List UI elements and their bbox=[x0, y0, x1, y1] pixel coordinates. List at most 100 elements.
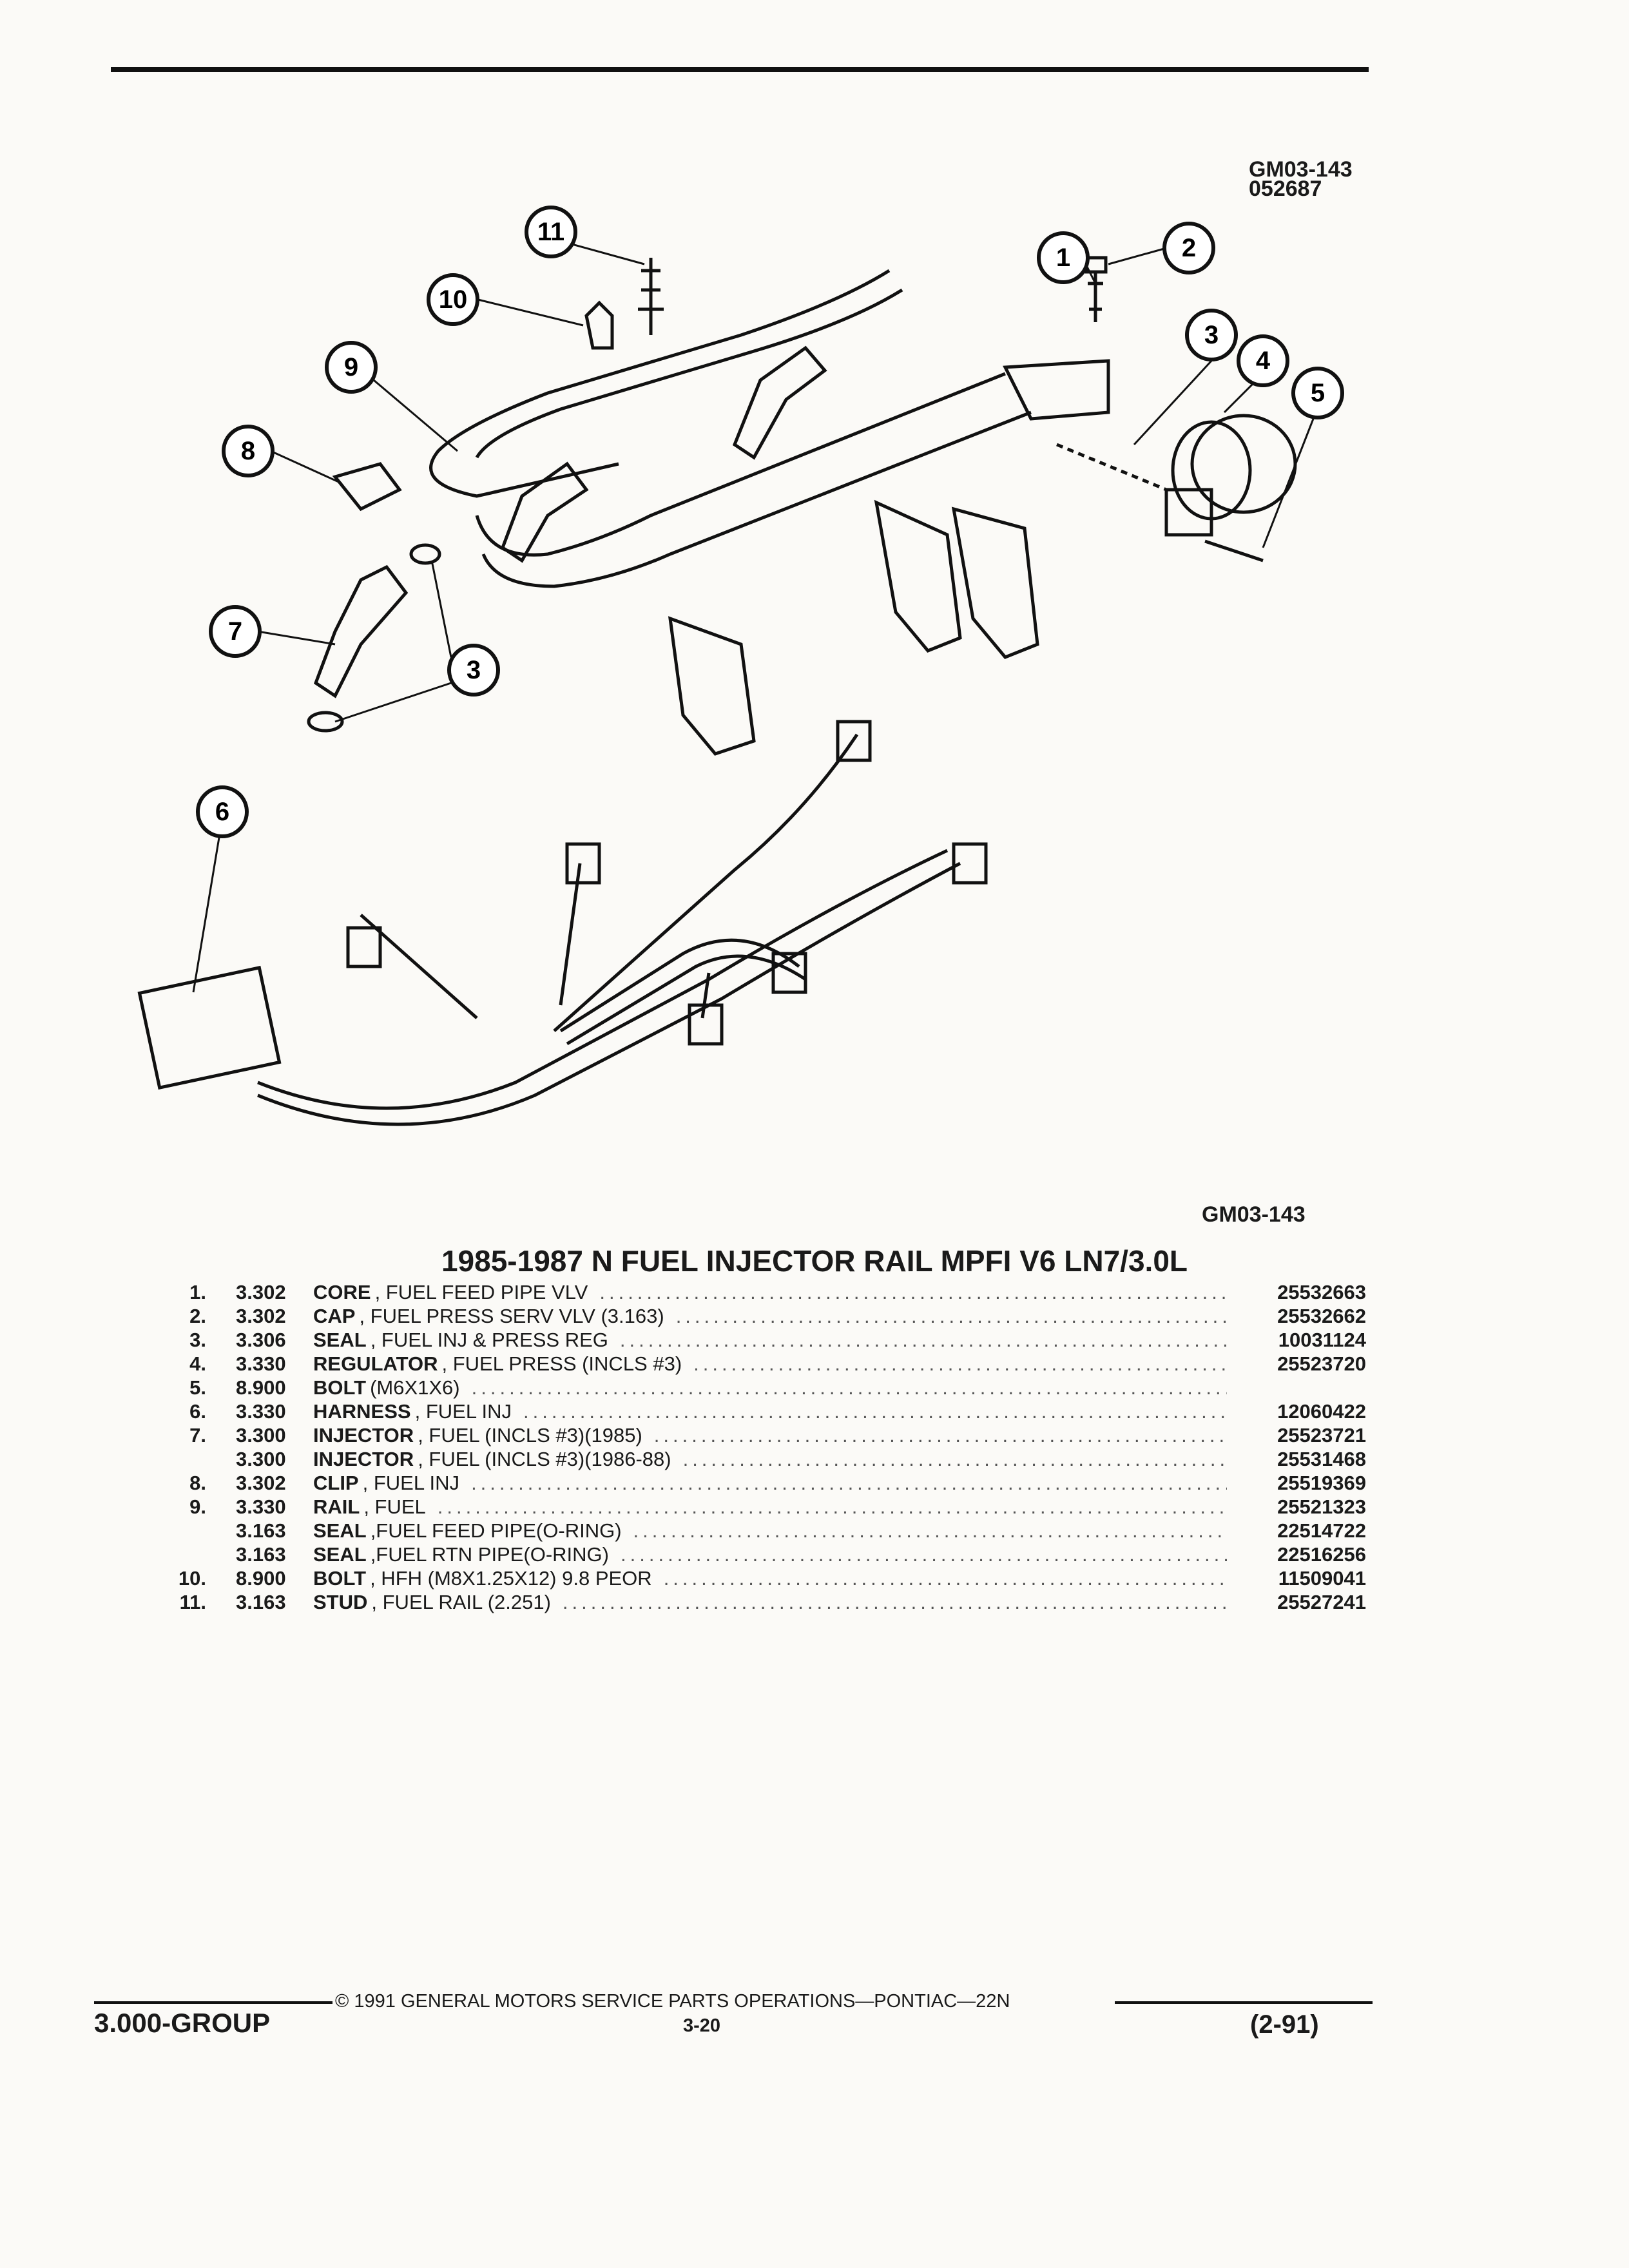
part-name: CAP bbox=[313, 1305, 356, 1327]
item-number: 10. bbox=[178, 1567, 206, 1590]
callout-4: 4 bbox=[1237, 334, 1289, 387]
item-number: 6. bbox=[189, 1400, 206, 1423]
group-number: 3.302 bbox=[236, 1305, 286, 1327]
item-number: 9. bbox=[189, 1495, 206, 1518]
part-name: CLIP bbox=[313, 1472, 359, 1494]
part-detail: , FUEL (INCLS #3)(1985) bbox=[418, 1424, 642, 1446]
footer-rule-left bbox=[94, 2001, 333, 2004]
part-name: STUD bbox=[313, 1591, 368, 1613]
part-description: CORE, FUEL FEED PIPE VLV bbox=[313, 1281, 1244, 1304]
part-number: 25532662 bbox=[1277, 1305, 1366, 1327]
item-number: 5. bbox=[189, 1376, 206, 1399]
svg-text:8: 8 bbox=[241, 437, 255, 465]
part-description: RAIL, FUEL bbox=[313, 1495, 1244, 1519]
part-description: SEAL, FUEL INJ & PRESS REG bbox=[313, 1329, 1244, 1352]
group-number: 8.900 bbox=[236, 1376, 286, 1399]
part-number: 25527241 bbox=[1277, 1591, 1366, 1613]
part-name: SEAL bbox=[313, 1519, 367, 1542]
top-rule bbox=[111, 67, 1369, 72]
leader-dots bbox=[472, 1376, 1227, 1399]
part-detail: , FUEL PRESS SERV VLV (3.163) bbox=[359, 1305, 664, 1327]
callout-2: 2 bbox=[1162, 222, 1215, 274]
fuel-rail-end bbox=[1003, 359, 1110, 421]
group-number: 3.330 bbox=[236, 1400, 286, 1423]
parts-row: 5. 8.900 BOLT(M6X1X6) bbox=[129, 1376, 1366, 1400]
diagram-ref-code-bottom: GM03-143 bbox=[1202, 1202, 1306, 1227]
harness-drawing bbox=[137, 720, 988, 1126]
leader-dots bbox=[599, 1281, 1227, 1304]
part-detail: (M6X1X6) bbox=[370, 1376, 460, 1399]
footer-date: (2-91) bbox=[1250, 2010, 1319, 2039]
leader-dots bbox=[620, 1329, 1227, 1352]
part-number: 10031124 bbox=[1278, 1329, 1366, 1351]
diagram-ref-code: GM03-143 bbox=[1249, 157, 1353, 182]
callout-8: 8 bbox=[222, 425, 275, 477]
leader-dots bbox=[621, 1543, 1227, 1566]
part-description: STUD, FUEL RAIL (2.251) bbox=[313, 1591, 1244, 1614]
part-detail: , FUEL bbox=[363, 1495, 426, 1518]
group-number: 3.306 bbox=[236, 1329, 286, 1351]
part-number: 25519369 bbox=[1277, 1472, 1366, 1494]
item-number: 2. bbox=[189, 1305, 206, 1327]
part-name: SEAL bbox=[313, 1329, 367, 1351]
part-number: 25531468 bbox=[1277, 1448, 1366, 1470]
part-number: 25532663 bbox=[1277, 1281, 1366, 1303]
leader-dots bbox=[664, 1567, 1227, 1590]
part-name: BOLT bbox=[313, 1376, 367, 1399]
fuel-rail-main-2 bbox=[481, 410, 1032, 588]
part-name: INJECTOR bbox=[313, 1424, 414, 1446]
part-description: INJECTOR, FUEL (INCLS #3)(1986-88) bbox=[313, 1448, 1244, 1471]
diagram-ref-date: 052687 bbox=[1249, 177, 1322, 201]
parts-row: 3. 3.306 SEAL, FUEL INJ & PRESS REG 1003112… bbox=[129, 1329, 1366, 1352]
group-number: 3.163 bbox=[236, 1543, 286, 1566]
part-name: CORE bbox=[313, 1281, 371, 1303]
footer-group: 3.000-GROUP bbox=[94, 2008, 271, 2038]
group-number: 3.163 bbox=[236, 1591, 286, 1613]
callout-3-lower: 3 bbox=[447, 644, 500, 697]
injector-drawings bbox=[307, 345, 1039, 756]
regulator-drawing bbox=[1056, 414, 1297, 537]
leader-dots bbox=[676, 1305, 1227, 1328]
callout-1: 1 bbox=[1037, 231, 1090, 284]
callout-7: 7 bbox=[209, 605, 262, 658]
valve-core-drawing bbox=[1088, 271, 1103, 322]
part-description: BOLT(M6X1X6) bbox=[313, 1376, 1244, 1399]
svg-text:3: 3 bbox=[467, 656, 481, 684]
group-number: 3.163 bbox=[236, 1519, 286, 1542]
part-number: 22516256 bbox=[1277, 1543, 1366, 1566]
svg-text:4: 4 bbox=[1256, 347, 1271, 375]
page-title: 1985-1987 N FUEL INJECTOR RAIL MPFI V6 L… bbox=[441, 1244, 1188, 1278]
footer-rule-right bbox=[1115, 2001, 1373, 2004]
part-detail: , FUEL PRESS (INCLS #3) bbox=[441, 1352, 682, 1375]
svg-text:3: 3 bbox=[1204, 321, 1219, 349]
svg-text:9: 9 bbox=[344, 353, 358, 381]
part-name: REGULATOR bbox=[313, 1352, 438, 1375]
item-number: 1. bbox=[189, 1281, 206, 1303]
item-number: 3. bbox=[189, 1329, 206, 1351]
group-number: 8.900 bbox=[236, 1567, 286, 1590]
svg-text:7: 7 bbox=[228, 617, 242, 646]
part-description: REGULATOR, FUEL PRESS (INCLS #3) bbox=[313, 1352, 1244, 1376]
part-number: 25523721 bbox=[1277, 1424, 1366, 1446]
part-name: HARNESS bbox=[313, 1400, 411, 1423]
part-detail: , FUEL INJ bbox=[362, 1472, 460, 1494]
fuel-rail-main bbox=[475, 372, 1006, 557]
part-number: 11509041 bbox=[1278, 1567, 1366, 1590]
parts-row: 2. 3.302 CAP, FUEL PRESS SERV VLV (3.163) 2… bbox=[129, 1305, 1366, 1329]
part-description: SEAL,FUEL FEED PIPE(O-RING) bbox=[313, 1519, 1244, 1542]
part-number: 25521323 bbox=[1277, 1495, 1366, 1518]
part-name: SEAL bbox=[313, 1543, 367, 1566]
part-description: SEAL,FUEL RTN PIPE(O-RING) bbox=[313, 1543, 1244, 1566]
leader-dots bbox=[654, 1424, 1227, 1447]
callout-3: 3 bbox=[1185, 309, 1238, 361]
part-detail: ,FUEL FEED PIPE(O-RING) bbox=[370, 1519, 622, 1542]
group-number: 3.330 bbox=[236, 1352, 286, 1375]
